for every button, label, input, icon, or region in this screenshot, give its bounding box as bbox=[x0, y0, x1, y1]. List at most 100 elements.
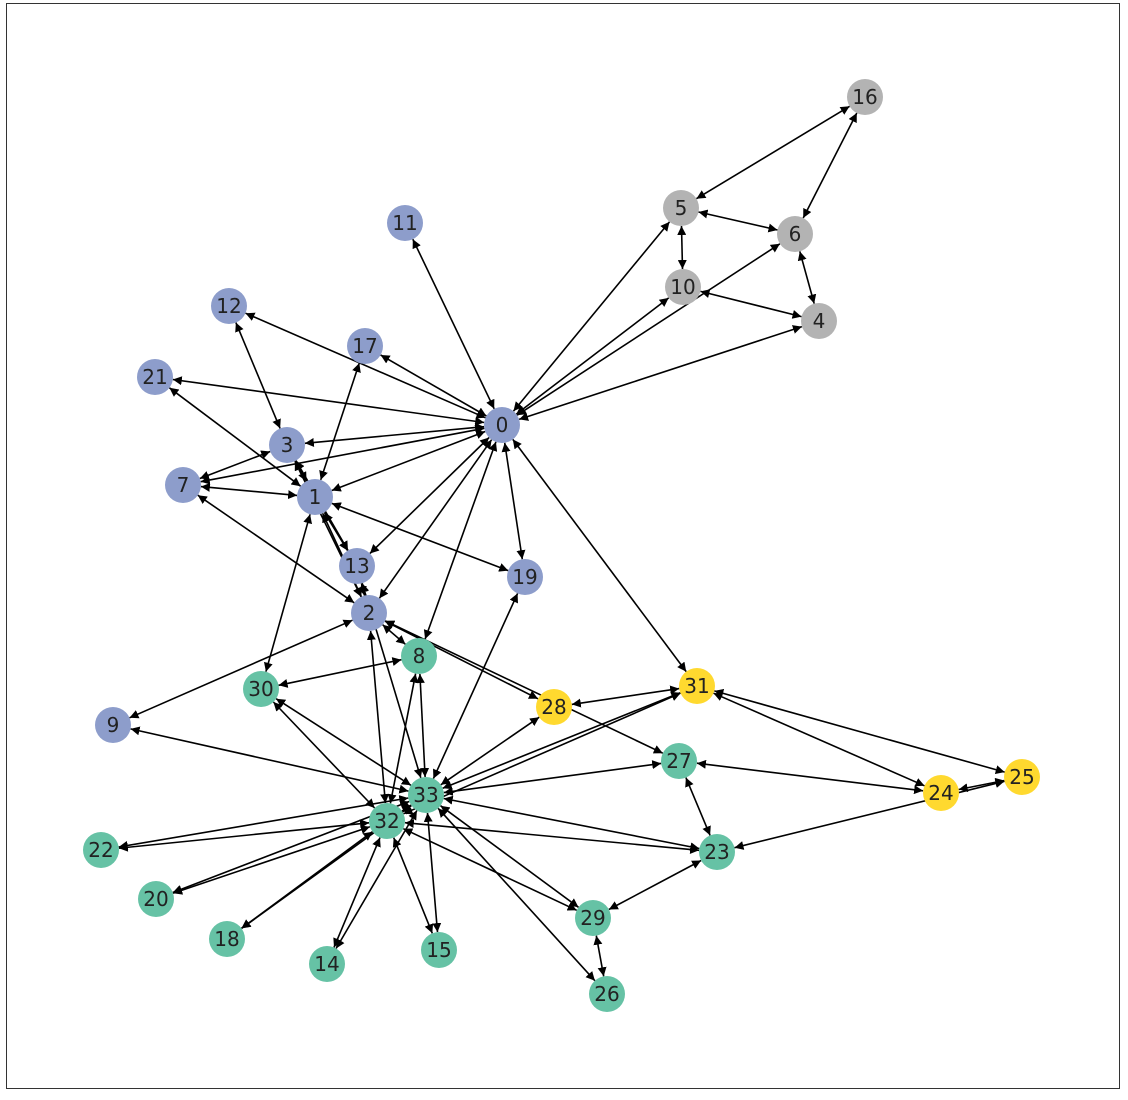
node-label-18: 18 bbox=[214, 927, 239, 951]
edge-2-7 bbox=[197, 494, 355, 604]
node-circle-2 bbox=[351, 595, 387, 631]
edge-23-25 bbox=[734, 779, 1005, 850]
node-22: 22 bbox=[83, 832, 119, 868]
node-label-8: 8 bbox=[413, 644, 426, 668]
node-circle-31 bbox=[679, 668, 715, 704]
node-circle-1 bbox=[297, 479, 333, 515]
node-label-19: 19 bbox=[512, 565, 537, 589]
edge-3-7 bbox=[199, 450, 271, 480]
node-label-31: 31 bbox=[684, 674, 709, 698]
edge-29-33 bbox=[440, 805, 579, 908]
node-28: 28 bbox=[536, 689, 572, 725]
node-circle-17 bbox=[347, 328, 383, 364]
edge-0-11 bbox=[412, 238, 495, 410]
node-circle-12 bbox=[211, 288, 247, 324]
edge-0-17 bbox=[380, 354, 487, 417]
edge-8-32 bbox=[387, 673, 419, 804]
edge-31-33 bbox=[442, 691, 681, 790]
edge-28-33 bbox=[440, 716, 540, 786]
node-2: 2 bbox=[351, 595, 387, 631]
node-label-0: 0 bbox=[496, 413, 509, 437]
edge-5-6 bbox=[698, 209, 778, 233]
node-circle-6 bbox=[777, 216, 813, 252]
edge-0-31 bbox=[512, 438, 687, 673]
node-4: 4 bbox=[801, 303, 837, 339]
edge-24-25 bbox=[958, 777, 1005, 793]
node-14: 14 bbox=[309, 946, 345, 982]
node-circle-29 bbox=[575, 900, 611, 936]
edge-8-30 bbox=[278, 657, 402, 688]
edge-2-8 bbox=[382, 624, 406, 645]
node-label-23: 23 bbox=[704, 840, 729, 864]
node-circle-25 bbox=[1004, 759, 1040, 795]
edge-25-31 bbox=[714, 688, 1005, 775]
node-label-30: 30 bbox=[248, 677, 273, 701]
node-circle-8 bbox=[401, 638, 437, 674]
node-circle-19 bbox=[507, 559, 543, 595]
edge-9-33 bbox=[130, 726, 409, 794]
node-label-7: 7 bbox=[177, 473, 190, 497]
node-20: 20 bbox=[138, 881, 174, 917]
node-circle-11 bbox=[387, 205, 423, 241]
node-circle-26 bbox=[589, 976, 625, 1012]
edge-2-32 bbox=[366, 630, 390, 804]
node-7: 7 bbox=[165, 467, 201, 503]
edge-1-21 bbox=[168, 387, 302, 487]
node-label-10: 10 bbox=[670, 275, 695, 299]
node-circle-16 bbox=[847, 79, 883, 115]
edge-0-2 bbox=[378, 439, 493, 599]
node-label-24: 24 bbox=[928, 781, 953, 805]
node-circle-22 bbox=[83, 832, 119, 868]
edge-26-29 bbox=[593, 935, 607, 977]
node-label-4: 4 bbox=[813, 309, 826, 333]
edge-4-6 bbox=[797, 251, 817, 304]
node-11: 11 bbox=[387, 205, 423, 241]
node-label-14: 14 bbox=[314, 952, 339, 976]
edge-0-13 bbox=[369, 436, 490, 555]
edge-4-10 bbox=[700, 289, 802, 319]
node-9: 9 bbox=[95, 707, 131, 743]
node-label-1: 1 bbox=[309, 485, 322, 509]
node-circle-13 bbox=[339, 548, 375, 584]
node-circle-14 bbox=[309, 946, 345, 982]
node-16: 16 bbox=[847, 79, 883, 115]
node-3: 3 bbox=[269, 427, 305, 463]
node-6: 6 bbox=[777, 216, 813, 252]
edge-23-33 bbox=[443, 795, 700, 852]
edge-0-10 bbox=[515, 297, 670, 415]
edge-3-12 bbox=[235, 322, 281, 429]
node-circle-4 bbox=[801, 303, 837, 339]
edge-23-32 bbox=[404, 819, 700, 854]
edge-6-16 bbox=[802, 112, 858, 219]
node-15: 15 bbox=[421, 932, 457, 968]
node-circle-20 bbox=[138, 881, 174, 917]
node-label-13: 13 bbox=[344, 554, 369, 578]
node-label-32: 32 bbox=[374, 809, 399, 833]
node-label-12: 12 bbox=[216, 294, 241, 318]
node-18: 18 bbox=[209, 921, 245, 957]
node-circle-3 bbox=[269, 427, 305, 463]
node-0: 0 bbox=[484, 407, 520, 443]
node-label-5: 5 bbox=[675, 196, 688, 220]
node-21: 21 bbox=[137, 359, 173, 395]
node-label-22: 22 bbox=[88, 838, 113, 862]
node-5: 5 bbox=[663, 190, 699, 226]
edge-15-33 bbox=[423, 812, 442, 933]
edge-32-33 bbox=[401, 802, 412, 814]
node-circle-24 bbox=[923, 775, 959, 811]
node-circle-0 bbox=[484, 407, 520, 443]
edge-24-27 bbox=[696, 759, 924, 795]
node-circle-10 bbox=[665, 269, 701, 305]
node-label-20: 20 bbox=[143, 887, 168, 911]
node-13: 13 bbox=[339, 548, 375, 584]
node-circle-23 bbox=[699, 834, 735, 870]
node-label-27: 27 bbox=[666, 749, 691, 773]
node-10: 10 bbox=[665, 269, 701, 305]
node-circle-7 bbox=[165, 467, 201, 503]
node-17: 17 bbox=[347, 328, 383, 364]
node-label-6: 6 bbox=[789, 222, 802, 246]
node-circle-33 bbox=[408, 777, 444, 813]
node-23: 23 bbox=[699, 834, 735, 870]
